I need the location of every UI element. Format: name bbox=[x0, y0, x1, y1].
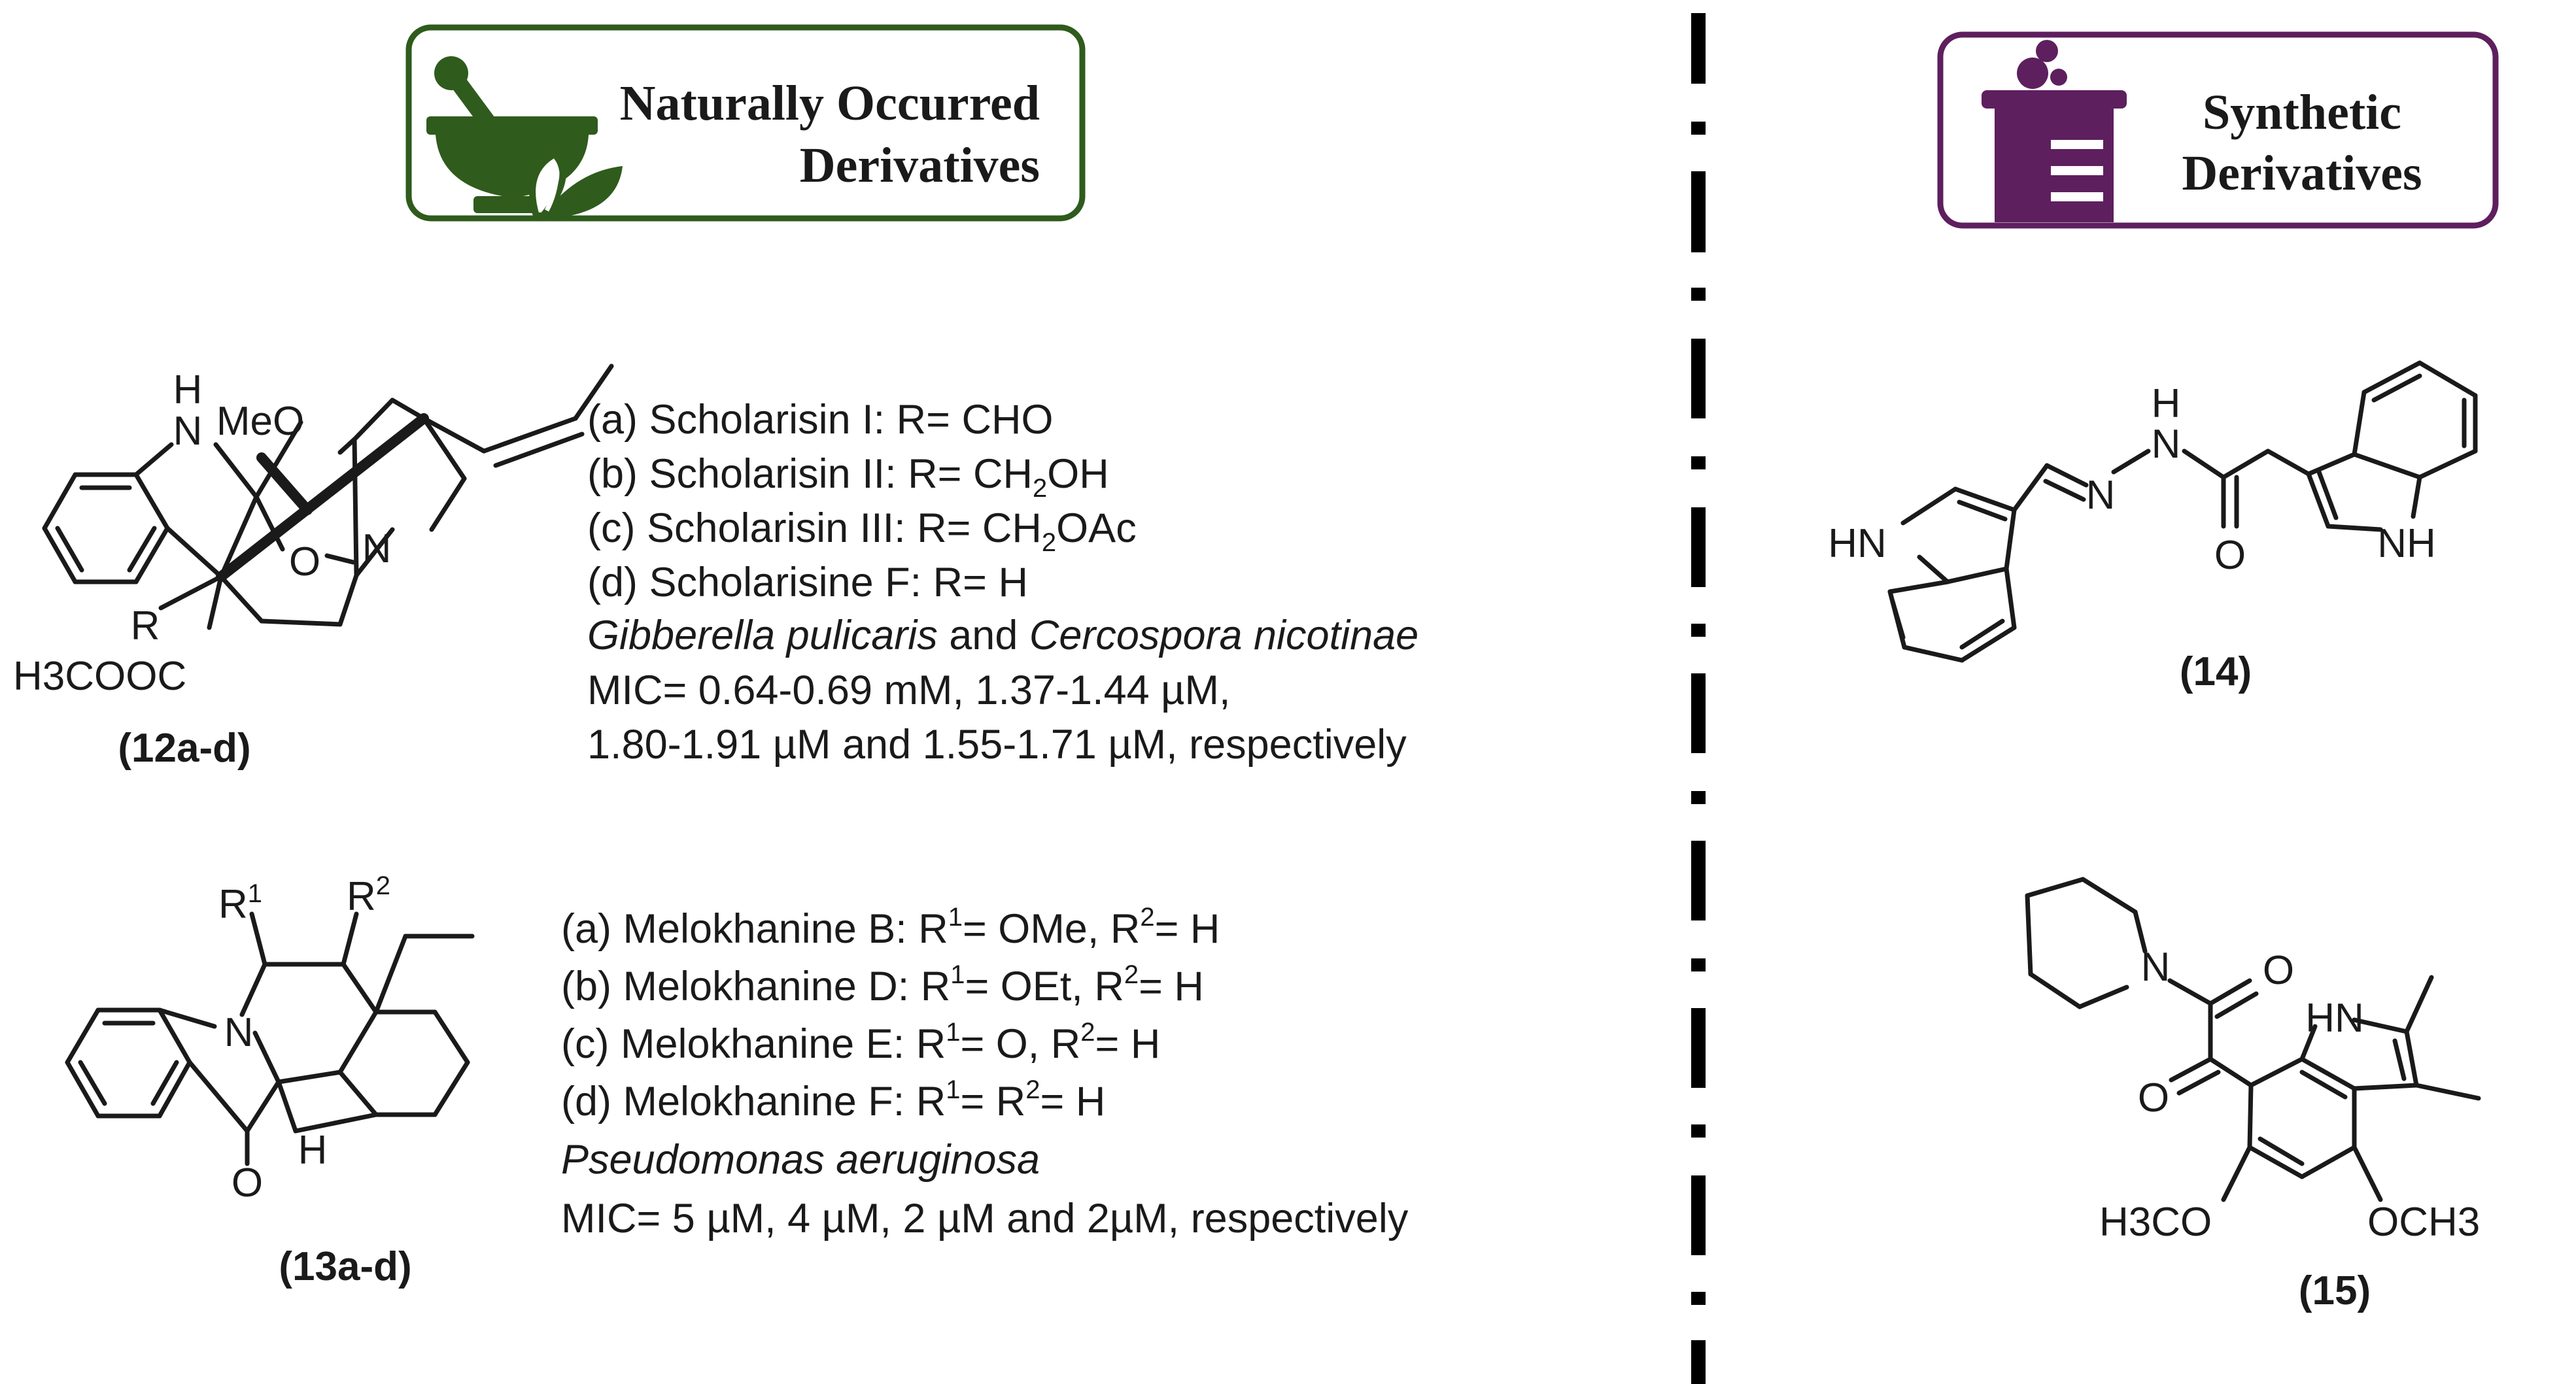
structure-15-atom-h3co: H3CO bbox=[2099, 1200, 2212, 1245]
structure-12-atom-n2: N bbox=[362, 526, 392, 571]
natural-header-box bbox=[405, 24, 1086, 222]
structure-12-bonds bbox=[42, 363, 614, 630]
compound-13-mic: MIC= 5 µM, 4 µM, 2 µM and 2µM, respectiv… bbox=[561, 1196, 1409, 1241]
natural-header: Naturally Occurred Derivatives bbox=[405, 24, 1086, 222]
structure-14-atom-h-top: H bbox=[2152, 381, 2181, 426]
mortar-pestle-leaf-icon bbox=[426, 56, 623, 219]
synthetic-header: Synthetic Derivatives bbox=[1937, 31, 2499, 229]
structure-13-atom-r1: R1 bbox=[218, 879, 262, 927]
structure-15-atom-n-pip: N bbox=[2141, 945, 2171, 990]
structure-13: R1 R2 N O H (13a-d) bbox=[65, 871, 475, 1289]
structure-12-atom-r: R bbox=[131, 603, 160, 649]
structure-14: HN N H N O NH (14) bbox=[1828, 360, 2478, 694]
compound-13-item-c: (c) Melokhanine E: R1= O, R2= H bbox=[561, 1018, 1160, 1067]
compound-13-organism: Pseudomonas aeruginosa bbox=[561, 1137, 1040, 1183]
compound-13-item-b: (b) Melokhanine D: R1= OEt, R2= H bbox=[561, 960, 1204, 1009]
compound-14-label: (14) bbox=[2180, 649, 2252, 694]
structure-12-atom-h: H bbox=[173, 367, 203, 413]
compound-13-item-d: (d) Melokhanine F: R1= R2= H bbox=[561, 1075, 1105, 1124]
compound-12-organisms: Gibberella pulicaris and Cercospora nico… bbox=[587, 613, 1418, 658]
natural-title-line2: Derivatives bbox=[800, 138, 1040, 193]
structure-13-atom-r2: R2 bbox=[347, 871, 390, 919]
structure-15-atom-o1: O bbox=[2263, 948, 2294, 993]
compound-12-label: (12a-d) bbox=[118, 726, 250, 771]
compound-12-mic-line1: MIC= 0.64-0.69 mM, 1.37-1.44 µM, bbox=[587, 667, 1230, 713]
structure-12-atom-o: O bbox=[289, 539, 320, 584]
structure-15: N O HN O H3CO OCH3 (15) bbox=[2025, 877, 2481, 1313]
compound-12-item-c: (c) Scholarisin III: R= CH2OAc bbox=[587, 505, 1137, 557]
structure-12-atom-meo: MeO bbox=[216, 399, 304, 444]
compound-12-description: (a) Scholarisin I: R= CHO (b) Scholarisi… bbox=[587, 397, 1418, 768]
compound-12-item-a: (a) Scholarisin I: R= CHO bbox=[587, 397, 1053, 443]
structure-12-atom-n: N bbox=[173, 409, 203, 454]
structure-14-atom-n-top: N bbox=[2152, 422, 2181, 467]
structure-15-atom-hn: HN bbox=[2305, 996, 2364, 1041]
structure-14-atom-nh: NH bbox=[2377, 521, 2436, 566]
structure-13-atom-n: N bbox=[224, 1010, 254, 1055]
synthetic-title-line2: Derivatives bbox=[2182, 146, 2422, 201]
structure-14-atom-o: O bbox=[2214, 533, 2246, 578]
structure-12: H N MeO O N R H3COOC (12a-d) bbox=[13, 363, 614, 771]
structure-12-wedge-2 bbox=[256, 452, 313, 515]
structure-15-atom-och3: OCH3 bbox=[2367, 1200, 2480, 1245]
compound-13-description: (a) Melokhanine B: R1= OMe, R2= H (b) Me… bbox=[561, 903, 1409, 1241]
compound-12-item-d: (d) Scholarisine F: R= H bbox=[587, 560, 1028, 605]
synthetic-title-line1: Synthetic bbox=[2203, 85, 2401, 140]
structure-15-atom-o2: O bbox=[2138, 1075, 2169, 1121]
structure-14-atom-n-eq: N bbox=[2086, 473, 2116, 518]
beaker-bubbles-icon bbox=[1982, 40, 2127, 222]
structure-14-atom-hn: HN bbox=[1828, 521, 1887, 566]
structure-14-bonds bbox=[1887, 360, 2478, 663]
structure-13-bonds bbox=[65, 911, 475, 1166]
compound-13-label: (13a-d) bbox=[279, 1244, 411, 1289]
structure-12-wedge-1 bbox=[216, 413, 429, 582]
compound-12-item-b: (b) Scholarisin II: R= CH2OH bbox=[587, 451, 1109, 503]
structure-13-atom-h: H bbox=[298, 1128, 328, 1173]
compound-12-mic-line2: 1.80-1.91 µM and 1.55-1.71 µM, respectiv… bbox=[587, 722, 1407, 768]
compound-13-item-a: (a) Melokhanine B: R1= OMe, R2= H bbox=[561, 903, 1220, 952]
natural-title-line1: Naturally Occurred bbox=[620, 76, 1040, 131]
structure-12-atom-ester: H3COOC bbox=[13, 654, 186, 699]
compound-15-label: (15) bbox=[2299, 1268, 2371, 1313]
structure-15-bonds bbox=[2025, 877, 2481, 1202]
structure-13-atom-o: O bbox=[232, 1160, 263, 1206]
